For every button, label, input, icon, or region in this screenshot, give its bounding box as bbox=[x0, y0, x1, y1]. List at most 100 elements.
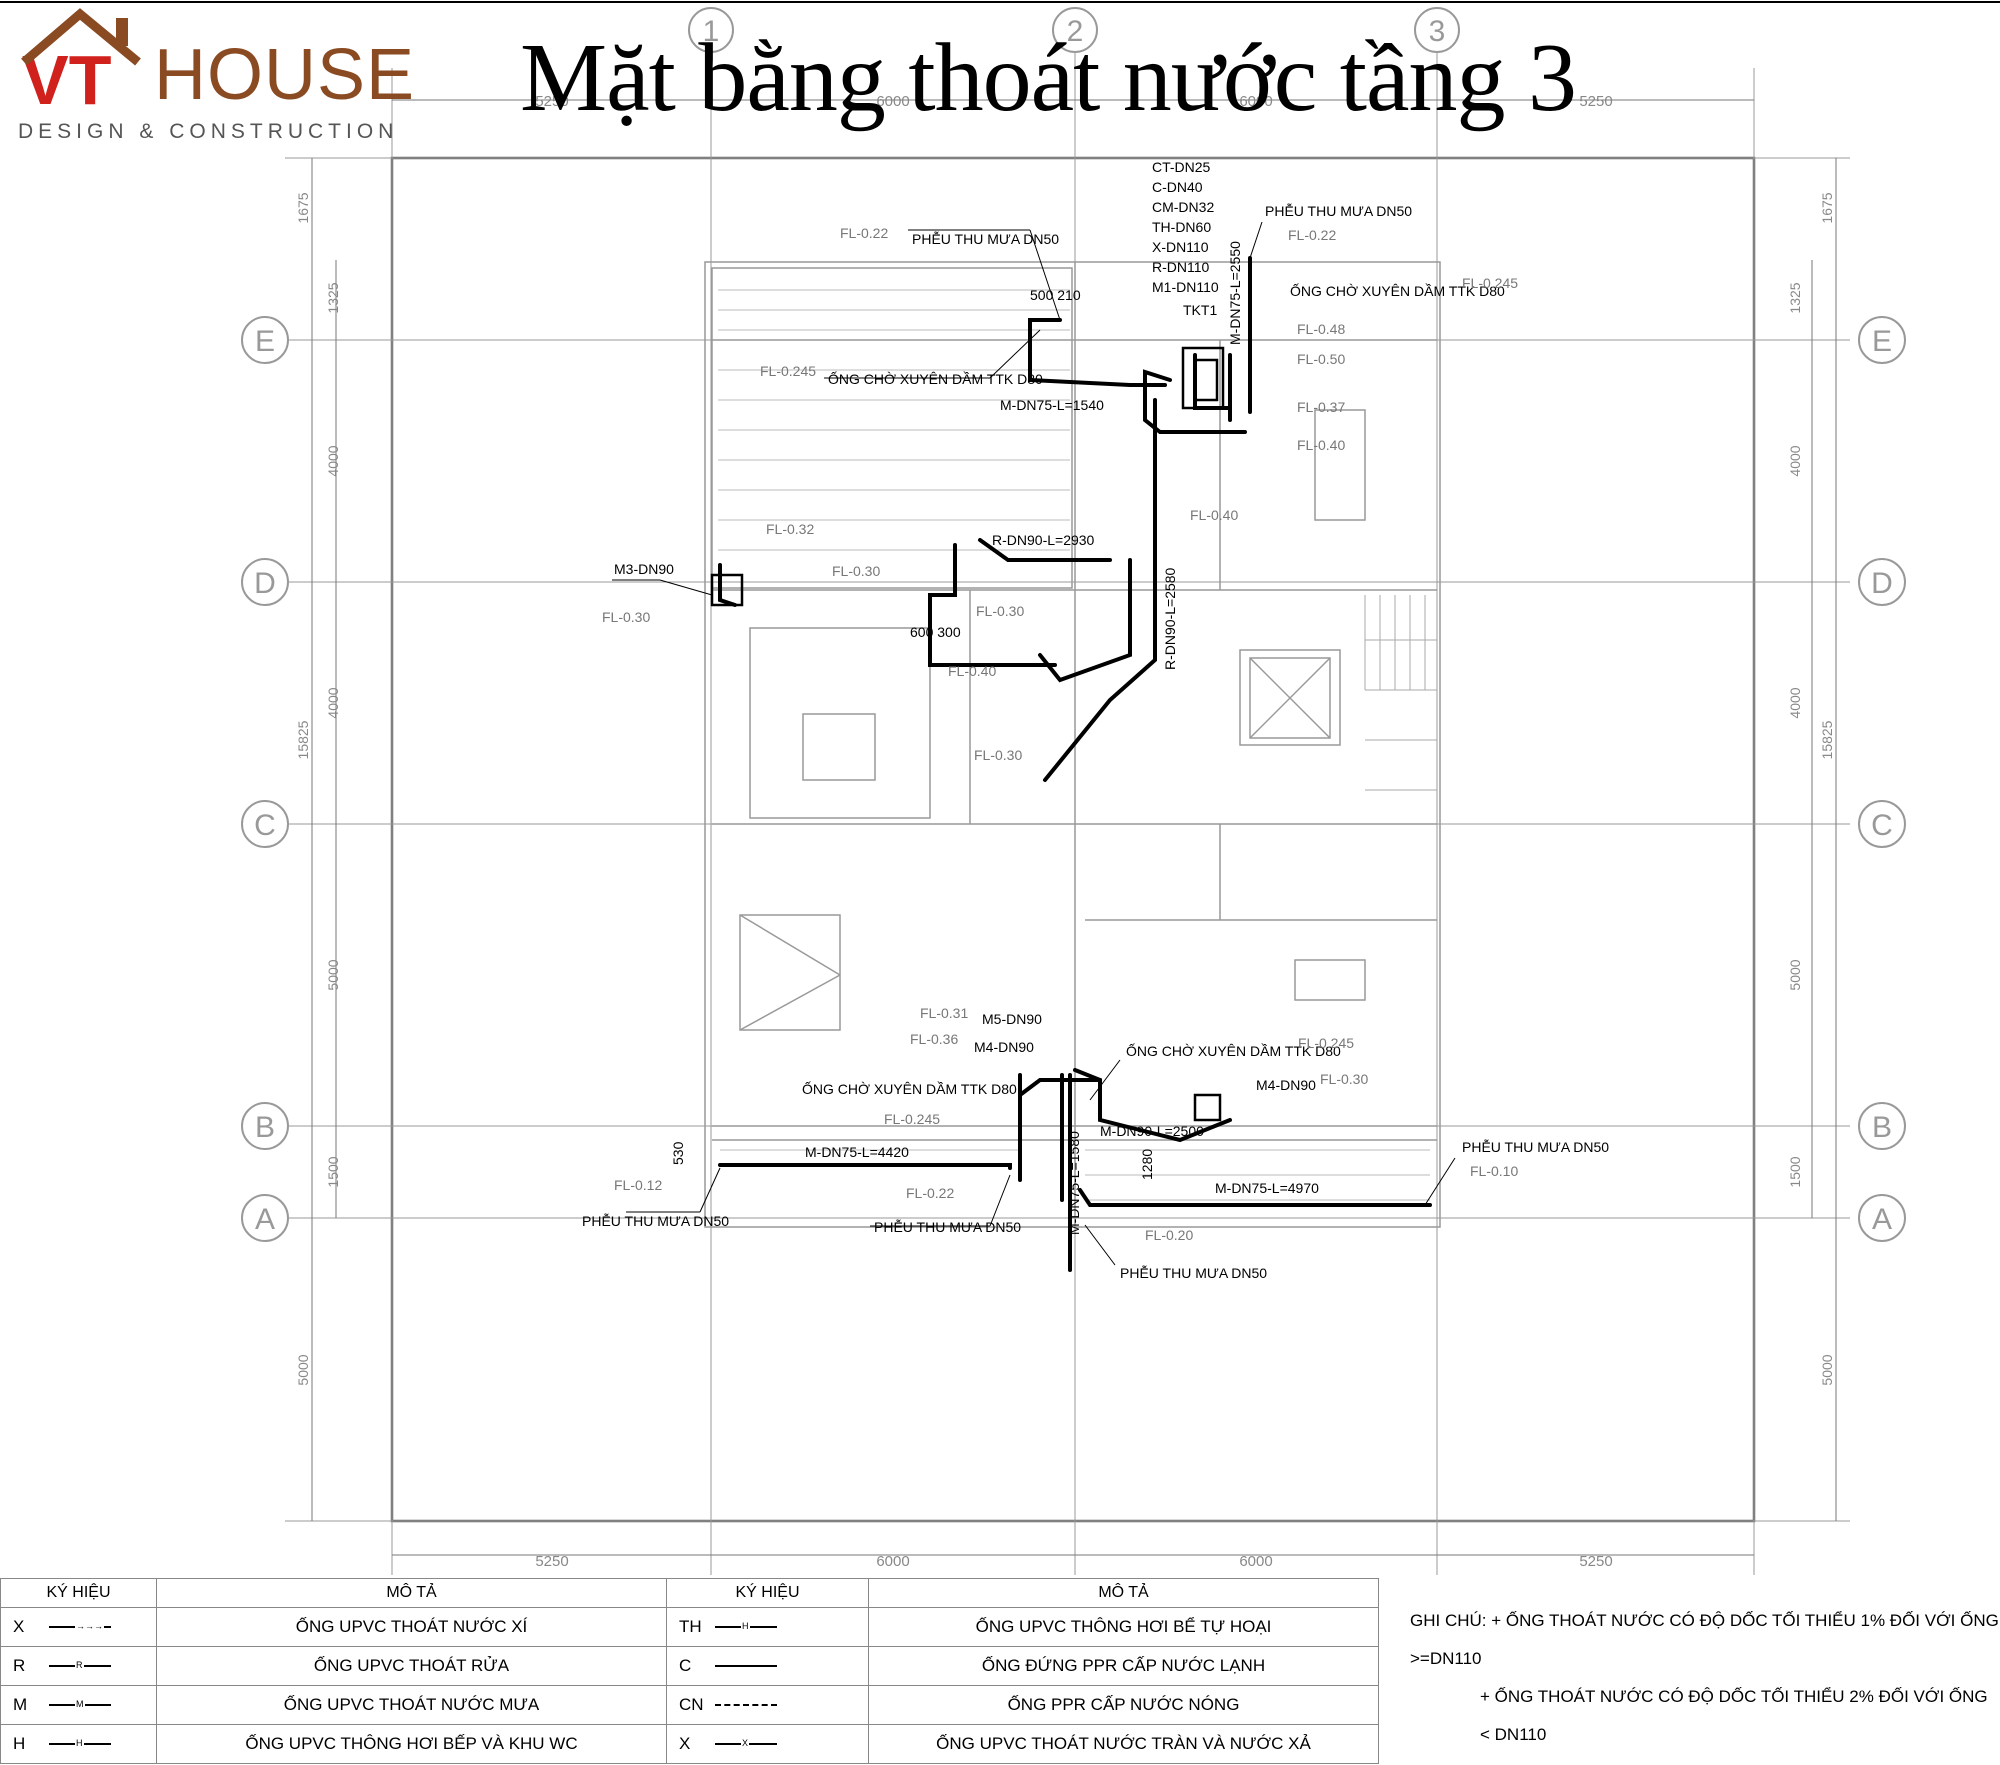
logo-tagline: DESIGN & CONSTRUCTION bbox=[18, 120, 399, 143]
dim-right-5: 5000 bbox=[1787, 959, 1803, 990]
fl-label: FL-0.40 bbox=[1297, 437, 1345, 453]
legend-line-icon: X bbox=[715, 1738, 777, 1748]
fl-label: FL-0.37 bbox=[1297, 399, 1345, 415]
grid-col-1: 1 bbox=[703, 15, 720, 48]
grid-row-e-left: E bbox=[255, 325, 275, 358]
pipe-label: M4-DN90 bbox=[1256, 1077, 1316, 1093]
slab-outline bbox=[390, 156, 1756, 1523]
dim-top-1: 5250 bbox=[535, 93, 568, 110]
pipe-schedule-2: C-DN40 bbox=[1152, 179, 1203, 195]
legend-desc: ỐNG UPVC THÔNG HƠI BỂ TỰ HOẠI bbox=[868, 1607, 1379, 1647]
grid-row-c-right: C bbox=[1871, 809, 1893, 842]
fl-label: FL-0.32 bbox=[766, 521, 814, 537]
fl-label: FL-0.40 bbox=[948, 663, 996, 679]
pipe-schedule-1: CT-DN25 bbox=[1152, 159, 1211, 175]
grid-row-d-left: D bbox=[254, 567, 276, 600]
pipe-run-label: M-DN75-L=1580 bbox=[1066, 1131, 1082, 1235]
dim-top-3: 6000 bbox=[1239, 93, 1272, 110]
dim-left-5: 5000 bbox=[325, 959, 341, 990]
pipe-schedule-4: TH-DN60 bbox=[1152, 219, 1211, 235]
legend-dashed-line-icon bbox=[715, 1704, 777, 1706]
drainage-pipes bbox=[718, 256, 1432, 1272]
legend-line-icon: →→→ bbox=[49, 1621, 111, 1631]
fl-label: FL-0.31 bbox=[920, 1005, 968, 1021]
legend-code: X bbox=[13, 1617, 25, 1636]
legend-code: TH bbox=[679, 1617, 702, 1636]
fl-label: FL-0.245 bbox=[1462, 275, 1518, 291]
dim-left-3: 4000 bbox=[325, 445, 341, 476]
fl-label: FL-0.30 bbox=[976, 603, 1024, 619]
page-title: Mặt bằng thoát nước tầng 3 bbox=[520, 24, 1577, 132]
note-line-2: + ỐNG THOÁT NƯỚC CÓ ĐỘ DỐC TỐI THIỂU 2% … bbox=[1480, 1687, 1988, 1744]
legend-header: MÔ TẢ bbox=[156, 1578, 667, 1608]
dim-top-2: 6000 bbox=[876, 93, 909, 110]
grid-col-2: 2 bbox=[1067, 15, 1084, 48]
legend-header: KÝ HIỆU bbox=[666, 1578, 869, 1608]
legend-desc: ỐNG UPVC THOÁT NƯỚC TRÀN VÀ NƯỚC XẢ bbox=[868, 1724, 1379, 1764]
legend-header-row: KÝ HIỆU MÔ TẢ KÝ HIỆU MÔ TẢ bbox=[0, 1578, 1379, 1608]
pipe-run-label: M-DN75-L=4420 bbox=[805, 1144, 909, 1160]
pipe-schedule-5: X-DN110 bbox=[1152, 239, 1209, 255]
legend-code: H bbox=[13, 1734, 26, 1753]
pipe-label: M5-DN90 bbox=[982, 1011, 1042, 1027]
legend-mark: H bbox=[75, 1738, 84, 1748]
legend-code: M bbox=[13, 1695, 28, 1714]
dim-label: 600 300 bbox=[910, 624, 961, 640]
dim-label: 530 bbox=[670, 1141, 686, 1165]
legend-table: KÝ HIỆU MÔ TẢ KÝ HIỆU MÔ TẢ X →→→ ỐNG UPV… bbox=[0, 1578, 1379, 1764]
dim-right-4: 4000 bbox=[1787, 687, 1803, 718]
pipe-schedule-6: R-DN110 bbox=[1152, 259, 1210, 275]
grid-row-b-right: B bbox=[1872, 1111, 1892, 1144]
pipe-run-label: R-DN90-L=2930 bbox=[992, 532, 1095, 548]
fl-label: FL-0.30 bbox=[832, 563, 880, 579]
legend-desc: ỐNG ĐỨNG PPR CẤP NƯỚC LẠNH bbox=[868, 1646, 1379, 1686]
rain-funnel-label: PHỄU THU MƯA DN50 bbox=[874, 1219, 1021, 1235]
dim-left-7: 5000 bbox=[295, 1354, 311, 1385]
dim-left-6: 1500 bbox=[325, 1156, 341, 1187]
pipe-run-label: M-DN75-L=4970 bbox=[1215, 1180, 1319, 1196]
legend-line-icon: M bbox=[49, 1699, 111, 1709]
sleeve-label: ỐNG CHỜ XUYÊN DẦM TTK D80 bbox=[1290, 282, 1505, 299]
legend-mark: H bbox=[741, 1621, 750, 1631]
dim-bottom-1: 5250 bbox=[535, 1553, 568, 1570]
rain-funnel-label: PHỄU THU MƯA DN50 bbox=[582, 1213, 729, 1229]
legend-line-icon bbox=[715, 1665, 777, 1667]
rain-funnel-label: PHỄU THU MƯA DN50 bbox=[1120, 1265, 1267, 1281]
legend-desc: ỐNG UPVC THOÁT RỬA bbox=[156, 1646, 667, 1686]
legend-code: X bbox=[679, 1734, 691, 1753]
dim-left-4: 4000 bbox=[325, 687, 341, 718]
grid-col-3: 3 bbox=[1429, 15, 1446, 48]
legend-line-icon: H bbox=[49, 1738, 111, 1748]
legend-desc: ỐNG PPR CẤP NƯỚC NÓNG bbox=[868, 1685, 1379, 1725]
dim-top-4: 5250 bbox=[1579, 93, 1612, 110]
legend-mark: X bbox=[741, 1738, 750, 1748]
fl-label: FL-0.50 bbox=[1297, 351, 1345, 367]
sleeve-label: ỐNG CHỜ XUYÊN DẦM TTK D80 bbox=[802, 1080, 1017, 1097]
legend-header: KÝ HIỆU bbox=[0, 1578, 157, 1608]
dim-right-7: 5000 bbox=[1819, 1354, 1835, 1385]
fl-label: FL-0.22 bbox=[840, 225, 888, 241]
legend-line-icon: R bbox=[49, 1660, 111, 1670]
dim-label: 500 210 bbox=[1030, 287, 1081, 303]
rain-funnel-label: PHỄU THU MƯA DN50 bbox=[1462, 1139, 1609, 1155]
fl-label: FL-0.30 bbox=[602, 609, 650, 625]
grid-row-c-left: C bbox=[254, 809, 276, 842]
dim-bottom-4: 5250 bbox=[1579, 1553, 1612, 1570]
legend-code: CN bbox=[679, 1695, 704, 1714]
fl-label: FL-0.22 bbox=[1288, 227, 1336, 243]
sleeve-label: ỐNG CHỜ XUYÊN DẦM TTK D80 bbox=[1126, 1042, 1341, 1059]
dim-label: 1280 bbox=[1139, 1149, 1155, 1180]
legend-header: MÔ TẢ bbox=[868, 1578, 1379, 1608]
logo-roof-icon bbox=[21, 8, 141, 66]
pipe-run-label: M-DN90-L=2500 bbox=[1100, 1123, 1204, 1139]
note-line-1: GHI CHÚ: + ỐNG THOÁT NƯỚC CÓ ĐỘ DỐC TỐI … bbox=[1410, 1611, 1999, 1668]
dim-right-3: 4000 bbox=[1787, 445, 1803, 476]
pipe-schedule-8: TKT1 bbox=[1183, 302, 1217, 318]
fl-label: FL-0.36 bbox=[910, 1031, 958, 1047]
pipe-label: M4-DN90 bbox=[974, 1039, 1034, 1055]
legend-mark: R bbox=[75, 1660, 84, 1670]
fl-label: FL-0.245 bbox=[884, 1111, 940, 1127]
